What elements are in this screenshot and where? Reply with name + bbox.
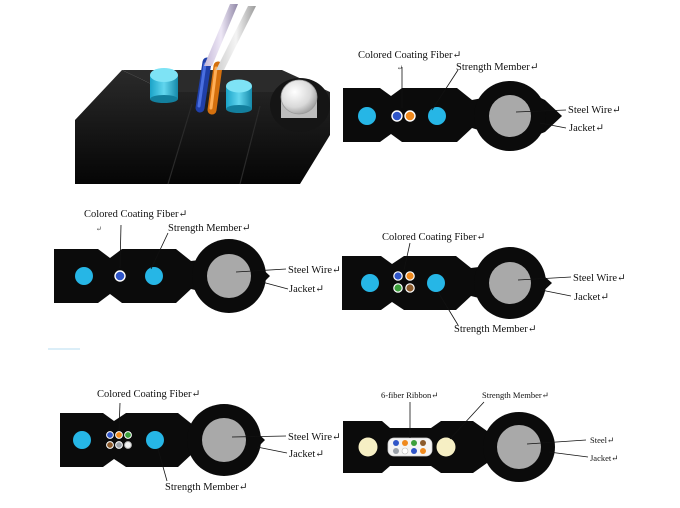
label-steel-wire: Steel Wire↵ bbox=[573, 273, 626, 284]
colored-fiber-orange bbox=[405, 271, 415, 281]
cable-3d-illustration bbox=[75, 4, 330, 185]
colored-fiber-bundle bbox=[195, 57, 223, 115]
steel-wire-end bbox=[280, 79, 318, 118]
ribbon-fiber-slate bbox=[393, 448, 399, 454]
leader-line bbox=[540, 289, 572, 297]
colored-fiber-brown bbox=[405, 283, 415, 293]
cable-diagram-4: Colored Coating Fiber↵ Strength Member↵ … bbox=[60, 389, 341, 493]
ribbon-fiber-blue bbox=[411, 448, 417, 454]
leader-line bbox=[256, 446, 288, 454]
label-colored-coating-fiber: Colored Coating Fiber↵ bbox=[382, 232, 485, 243]
return-mark: ↵ bbox=[96, 225, 102, 233]
label-steel: Steel↵ bbox=[590, 435, 614, 445]
leader-line bbox=[119, 224, 122, 269]
colored-fiber-white bbox=[124, 441, 132, 449]
colored-fiber-group bbox=[393, 271, 415, 293]
leader-line bbox=[431, 69, 459, 111]
fiber-ribbon bbox=[387, 437, 433, 457]
colored-fiber-brown bbox=[106, 441, 114, 449]
strength-member bbox=[75, 267, 93, 285]
ribbon-strength-member bbox=[358, 437, 378, 457]
label-fiber-ribbon: 6-fiber Ribbon↵ bbox=[381, 390, 438, 400]
strength-member bbox=[358, 107, 376, 125]
strength-member bbox=[146, 431, 164, 449]
strength-member bbox=[145, 267, 163, 285]
return-mark: ↵ bbox=[397, 64, 403, 72]
ribbon-fiber-blue bbox=[393, 440, 399, 446]
cable-diagram-5: 6-fiber Ribbon↵ Strength Member↵ Steel↵ … bbox=[343, 390, 618, 482]
cable-groove-line bbox=[167, 103, 193, 185]
label-jacket: Jacket↵ bbox=[574, 292, 609, 303]
leader-line bbox=[150, 232, 169, 270]
label-colored-coating-fiber: Colored Coating Fiber↵ bbox=[358, 50, 461, 61]
leader-line bbox=[515, 109, 567, 113]
ribbon-strength-member bbox=[436, 437, 456, 457]
ribbon-fiber-orange bbox=[402, 440, 408, 446]
colored-fiber-orange bbox=[115, 431, 123, 439]
cable-body bbox=[75, 70, 330, 184]
cable-diagram-1: Colored Coating Fiber↵ ↵ Strength Member… bbox=[343, 50, 621, 151]
leader-line bbox=[157, 448, 168, 482]
label-strength-member: Strength Member↵ bbox=[165, 482, 248, 493]
ribbon-fiber-orange bbox=[420, 448, 426, 454]
steel-wire bbox=[489, 95, 531, 137]
label-steel-wire: Steel Wire↵ bbox=[288, 432, 341, 443]
leader-line bbox=[118, 402, 121, 432]
colored-fiber-blue bbox=[114, 270, 126, 282]
strength-member bbox=[428, 107, 446, 125]
label-colored-coating-fiber: Colored Coating Fiber↵ bbox=[84, 209, 187, 220]
leader-line bbox=[449, 401, 485, 440]
label-steel-wire: Steel Wire↵ bbox=[288, 265, 341, 276]
colored-fiber-blue bbox=[106, 431, 114, 439]
label-colored-coating-fiber: Colored Coating Fiber↵ bbox=[97, 389, 200, 400]
label-jacket: Jacket↵ bbox=[569, 123, 604, 134]
strength-member bbox=[361, 274, 379, 292]
colored-fiber-green bbox=[393, 283, 403, 293]
colored-fiber-orange bbox=[404, 110, 416, 122]
label-strength-member: Strength Member↵ bbox=[456, 62, 539, 73]
steel-wire bbox=[202, 418, 246, 462]
leader-line bbox=[539, 122, 567, 129]
leader-line bbox=[526, 439, 587, 445]
cable-diagram-2: Colored Coating Fiber↵ ↵ Strength Member… bbox=[54, 209, 341, 313]
strength-member bbox=[73, 431, 91, 449]
colored-fiber-blue bbox=[393, 271, 403, 281]
label-steel-wire: Steel Wire↵ bbox=[568, 105, 621, 116]
leader-line bbox=[231, 435, 287, 438]
colored-fiber-slate bbox=[115, 441, 123, 449]
colored-fiber-green bbox=[124, 431, 132, 439]
leader-line bbox=[548, 451, 589, 458]
steel-wire bbox=[207, 254, 251, 298]
colored-fiber-group bbox=[106, 431, 132, 449]
label-strength-member: Strength Member↵ bbox=[454, 324, 537, 335]
ribbon-fiber-brown bbox=[420, 440, 426, 446]
strength-member-end-right bbox=[226, 79, 252, 113]
leader-line bbox=[403, 242, 411, 271]
leader-line bbox=[261, 281, 289, 290]
strength-member-end-left bbox=[150, 68, 178, 103]
fiber-tubes-extended bbox=[204, 4, 256, 70]
strength-member bbox=[427, 274, 445, 292]
steel-wire bbox=[497, 425, 541, 469]
label-jacket: Jacket↵ bbox=[289, 284, 324, 295]
ribbon-fiber-white bbox=[401, 447, 409, 455]
cable-groove-line bbox=[239, 105, 261, 185]
colored-fiber-blue bbox=[391, 110, 403, 122]
leader-line bbox=[235, 268, 287, 273]
label-strength-member: Strength Member↵ bbox=[168, 223, 251, 234]
label-strength-member: Strength Member↵ bbox=[482, 390, 549, 400]
ribbon-fiber-green bbox=[411, 440, 417, 446]
leader-line bbox=[517, 276, 572, 281]
label-jacket: Jacket↵ bbox=[289, 449, 324, 460]
label-jacket: Jacket↵ bbox=[590, 453, 618, 463]
cable-diagram-3: Colored Coating Fiber↵ Strength Member↵ … bbox=[342, 232, 626, 335]
leader-line bbox=[437, 291, 459, 326]
steel-wire bbox=[489, 262, 531, 304]
